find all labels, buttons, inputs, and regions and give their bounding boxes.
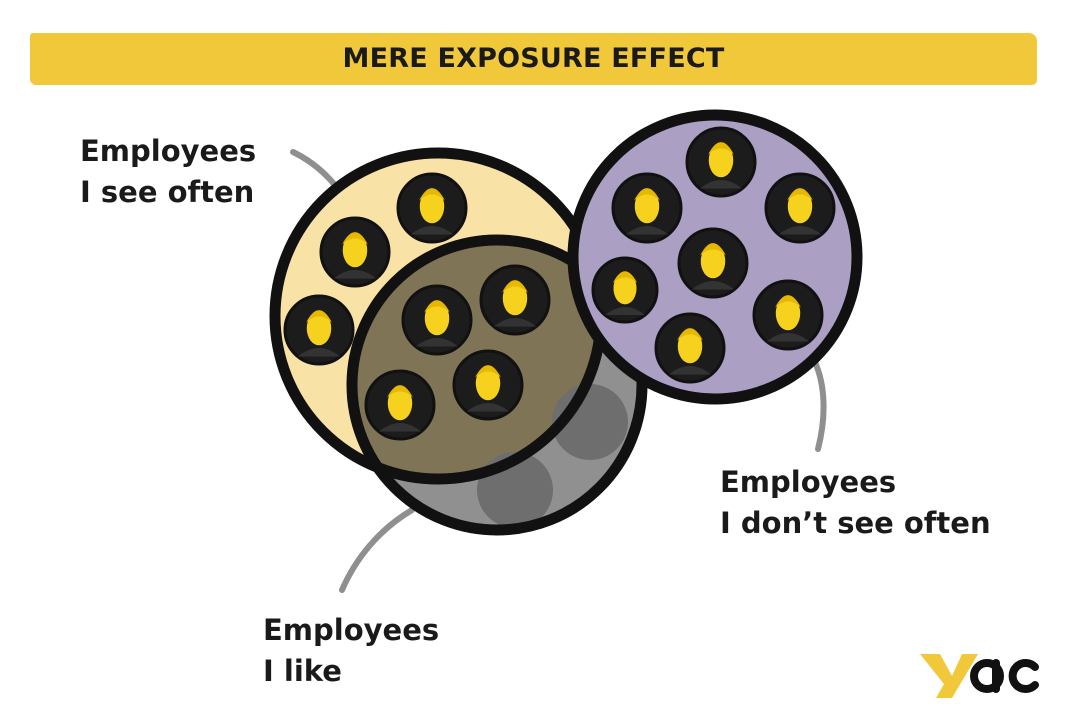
label-see-often-line2: I see often — [80, 175, 255, 209]
avatar-icon — [677, 227, 749, 299]
avatar-icon — [396, 172, 468, 244]
connector-like — [339, 507, 415, 593]
avatar-shoulders — [493, 318, 537, 327]
brand-logo — [920, 654, 1039, 698]
avatar-icon — [591, 256, 659, 324]
label-see-often-line1: Employees — [80, 134, 257, 168]
avatar-face — [634, 189, 660, 224]
avatar-face — [475, 366, 501, 401]
title-banner: MERE EXPOSURE EFFECT — [30, 33, 1037, 85]
avatar-hair — [677, 328, 703, 341]
label-dont-see-often: Employees I don’t see often — [720, 462, 991, 544]
avatar-hair — [342, 232, 368, 245]
brand-logo-y — [920, 654, 978, 698]
avatar-icon — [479, 264, 551, 336]
avatar-icon — [283, 294, 355, 366]
connector-dont-see-often — [811, 357, 827, 452]
label-see-often: Employees I see often — [80, 131, 256, 213]
avatar-hair — [475, 365, 501, 378]
avatar-icon — [319, 216, 391, 288]
avatar-shoulders — [466, 403, 510, 412]
avatar-shoulders — [378, 423, 422, 432]
label-dont-see-often-line1: Employees — [720, 465, 897, 499]
avatar-shoulders — [668, 366, 712, 375]
avatar-face — [700, 244, 726, 279]
avatar-hair — [387, 385, 413, 398]
avatar-icon — [452, 349, 524, 421]
label-like-line2: I like — [263, 654, 342, 688]
avatar-face — [502, 281, 528, 316]
avatar-hair — [306, 310, 332, 323]
avatar-shoulders — [415, 338, 459, 347]
avatar-face — [677, 329, 703, 364]
avatar-shoulders — [297, 348, 341, 357]
avatar-icon — [364, 369, 436, 441]
avatar-hair — [700, 243, 726, 256]
avatar-shoulders — [605, 306, 645, 315]
avatar-face — [419, 189, 445, 224]
avatar-group — [283, 126, 836, 441]
avatar-face — [613, 272, 637, 305]
avatar-shoulders — [333, 270, 377, 279]
avatar-shoulders — [625, 226, 669, 235]
avatar-hair — [708, 142, 734, 155]
avatar-face — [306, 311, 332, 346]
avatar-hair — [612, 271, 638, 283]
avatar-icon — [764, 172, 836, 244]
avatar-icon — [752, 279, 824, 351]
avatar-hair — [502, 280, 528, 293]
avatar-icon — [401, 284, 473, 356]
avatar-face — [424, 301, 450, 336]
page-title: MERE EXPOSURE EFFECT — [342, 43, 725, 74]
label-like: Employees I like — [263, 610, 439, 692]
avatar-face — [342, 233, 368, 268]
avatar-icon — [685, 126, 757, 198]
avatar-shoulders — [691, 281, 735, 290]
avatar-hair — [787, 188, 813, 201]
avatar-hair — [634, 188, 660, 201]
avatar-face — [775, 296, 801, 331]
avatar-hair — [419, 188, 445, 201]
avatar-icon — [654, 312, 726, 384]
avatar-hair — [424, 300, 450, 313]
brand-logo-c — [1008, 659, 1039, 693]
avatar-shoulders — [699, 180, 743, 189]
label-dont-see-often-line2: I don’t see often — [720, 506, 991, 540]
avatar-face — [787, 189, 813, 224]
avatar-hair — [775, 295, 801, 308]
avatar-face — [708, 143, 734, 178]
avatar-icon — [611, 172, 683, 244]
avatar-shoulders — [778, 226, 822, 235]
avatar-shoulders — [410, 226, 454, 235]
avatar-face — [387, 386, 413, 421]
avatar-shoulders — [766, 333, 810, 342]
label-like-line1: Employees — [263, 613, 440, 647]
